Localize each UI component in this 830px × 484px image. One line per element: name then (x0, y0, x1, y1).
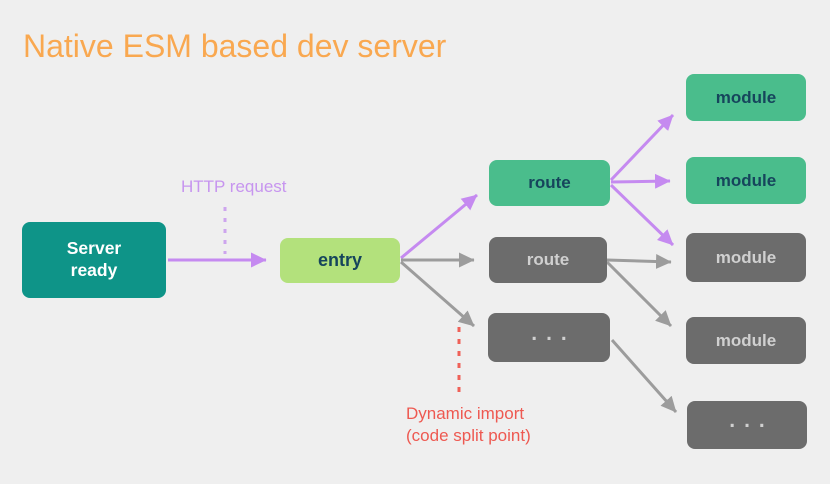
node-modules-more-label: ... (729, 409, 774, 432)
node-module-gray-1-label: module (715, 247, 777, 267)
arrow-route-green-to-module-2 (610, 173, 671, 189)
node-module-gray-2: module (686, 317, 806, 364)
node-module-green-2-label: module (715, 170, 777, 190)
http-request-label: HTTP request (181, 177, 287, 196)
node-module-green-2: module (686, 157, 806, 204)
node-modules-more: ... (687, 401, 807, 449)
node-server-ready: Server ready (22, 222, 166, 298)
node-route-gray: route (489, 237, 607, 283)
arrow-entry-to-route-green (400, 193, 478, 260)
arrow-entry-to-routes-more (400, 260, 475, 328)
arrow-route-gray-to-module-gray-2 (605, 260, 673, 328)
arrow-route-green-to-module-gray-1 (609, 183, 675, 247)
node-entry: entry (280, 238, 400, 283)
node-server-ready-label: Server ready (66, 238, 122, 280)
node-module-green-1-label: module (715, 87, 777, 107)
node-module-gray-1: module (686, 233, 806, 282)
node-route-green-label: route (528, 173, 571, 192)
arrow-route-gray-to-module-gray-1 (606, 254, 672, 270)
node-routes-more: ... (488, 313, 610, 362)
arrow-route-green-to-module-1 (609, 113, 675, 182)
arrow-routes-more-to-modules-more (610, 339, 678, 413)
page-title: Native ESM based dev server (23, 28, 447, 64)
node-route-gray-label: route (526, 250, 570, 269)
dynamic-import-label-line1: Dynamic import (406, 404, 525, 423)
node-routes-more-label: ... (531, 321, 576, 345)
node-entry-label: entry (317, 250, 362, 270)
dynamic-import-label: Dynamic import (code split point) (406, 403, 531, 447)
node-module-green-1: module (686, 74, 806, 121)
node-module-gray-2-label: module (715, 330, 777, 350)
dynamic-import-label-line2: (code split point) (406, 426, 531, 446)
node-route-green: route (489, 160, 610, 206)
